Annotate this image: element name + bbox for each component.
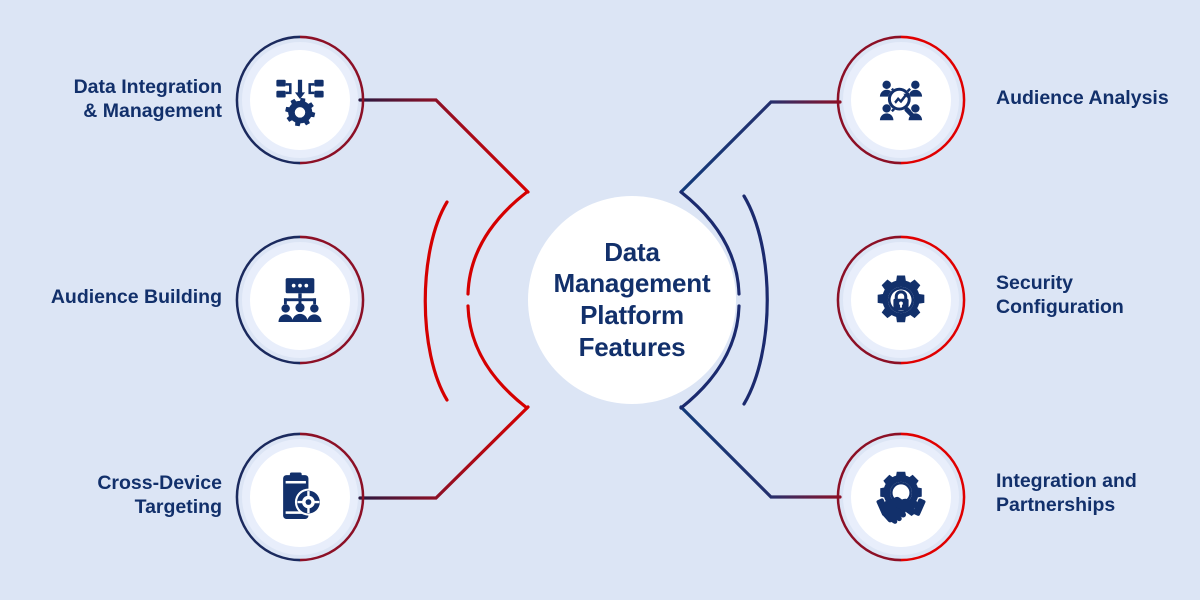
label-security-configuration: Security Configuration bbox=[996, 272, 1124, 318]
connector-right-bottom bbox=[679, 405, 842, 499]
node-face bbox=[851, 447, 951, 547]
node-integration-partnerships[interactable] bbox=[834, 430, 968, 564]
node-ring bbox=[235, 35, 365, 165]
arc-right-inner-lower bbox=[679, 304, 741, 410]
node-ring bbox=[235, 235, 365, 365]
arc-right-outer bbox=[742, 194, 769, 406]
node-data-integration[interactable] bbox=[233, 33, 367, 167]
page-title: Data Management Platform Features bbox=[553, 236, 711, 362]
node-face bbox=[851, 250, 951, 350]
node-ring bbox=[836, 35, 966, 165]
node-ring bbox=[836, 432, 966, 562]
node-audience-analysis[interactable] bbox=[834, 33, 968, 167]
node-cross-device-targeting[interactable] bbox=[233, 430, 367, 564]
cross-device-targeting-icon bbox=[283, 472, 322, 519]
security-configuration-icon bbox=[877, 275, 925, 323]
arc-left-inner-upper bbox=[466, 190, 529, 296]
label-audience-analysis: Audience Analysis bbox=[996, 87, 1169, 109]
integration-partnerships-icon bbox=[876, 471, 926, 524]
audience-analysis-icon bbox=[879, 80, 923, 121]
connector-left-bottom bbox=[358, 405, 530, 500]
label-data-integration: Data Integration & Management bbox=[73, 76, 222, 122]
arc-left-outer bbox=[423, 200, 449, 402]
arc-right-inner-upper bbox=[679, 190, 741, 296]
connector-right-top bbox=[679, 100, 842, 194]
audience-building-icon bbox=[278, 278, 322, 322]
label-integration-partnerships: Integration and Partnerships bbox=[996, 470, 1137, 516]
arc-left-inner-lower bbox=[466, 304, 529, 410]
node-face bbox=[851, 50, 951, 150]
center-hub: Data Management Platform Features bbox=[528, 196, 736, 404]
data-integration-icon bbox=[276, 79, 324, 127]
node-security-configuration[interactable] bbox=[834, 233, 968, 367]
node-ring bbox=[235, 432, 365, 562]
connector-left-top bbox=[358, 98, 530, 194]
label-audience-building: Audience Building bbox=[50, 286, 222, 308]
node-ring bbox=[836, 235, 966, 365]
node-face bbox=[250, 250, 350, 350]
node-face bbox=[250, 447, 350, 547]
node-audience-building[interactable] bbox=[233, 233, 367, 367]
node-face bbox=[250, 50, 350, 150]
label-cross-device-targeting: Cross-Device Targeting bbox=[97, 472, 222, 518]
